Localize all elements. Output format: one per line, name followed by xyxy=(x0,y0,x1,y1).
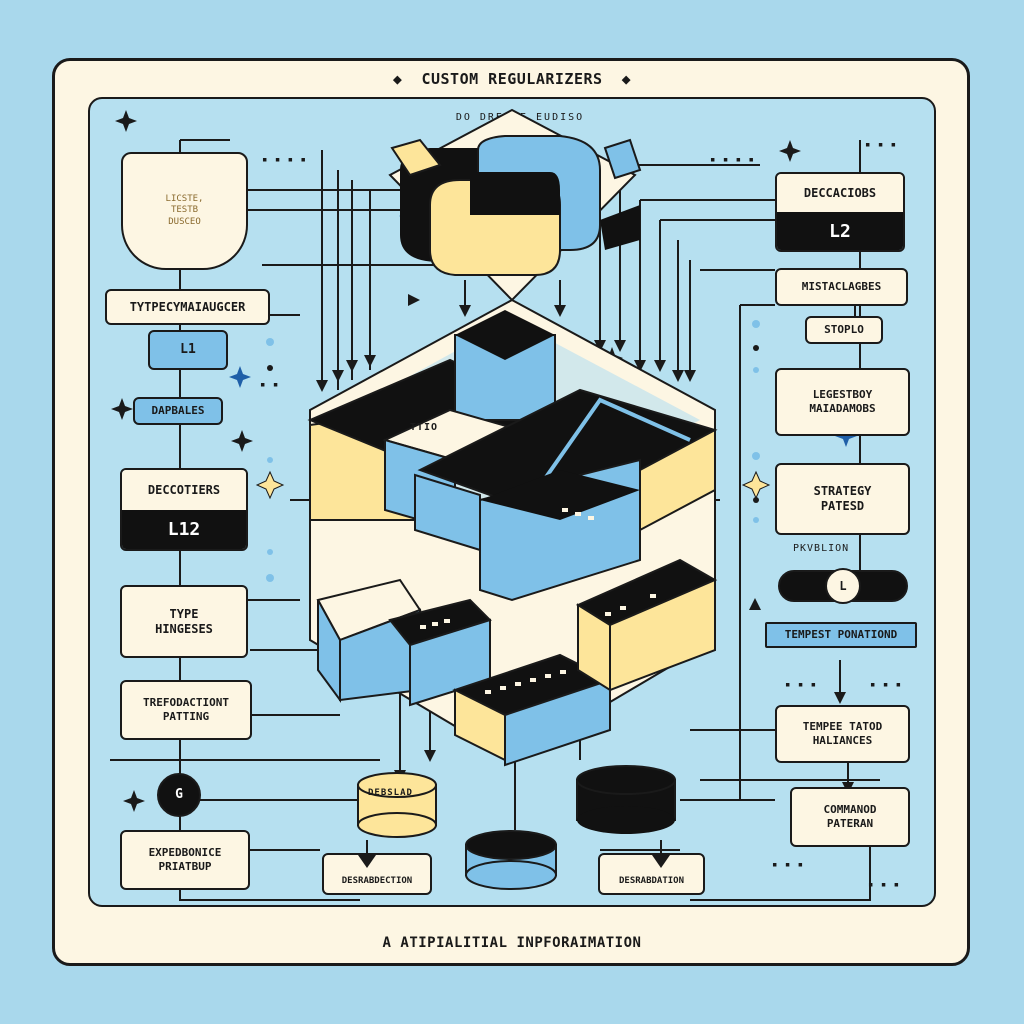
tiny-label: ▪ ▪ ▪ xyxy=(868,880,901,890)
decorators-right-title: DECCACIOBS xyxy=(777,174,903,212)
tiny-label: ▪ ▪ ▪ xyxy=(772,860,805,870)
tiny-label: ▪ ▪ xyxy=(260,380,280,390)
strategy-box[interactable]: STRATEGY PATESD xyxy=(775,463,910,535)
cylinder-left-label: DEBSLAD xyxy=(368,788,413,798)
decorators-left-title: DECCOTIERS xyxy=(122,470,246,510)
template-box[interactable]: TEMPEE TATOD HALIANCES xyxy=(775,705,910,763)
type-hinges-box[interactable]: TYPE HINGESES xyxy=(120,585,248,658)
cylinder-left xyxy=(357,772,437,838)
destruction-right-label: DESRABDATION xyxy=(618,875,685,886)
tiny-label: ▪ ▪ ▪ xyxy=(785,680,818,690)
decorators-left-value: L12 xyxy=(122,509,246,549)
tiny-label: ▪ ▪ ▪ ▪ xyxy=(262,155,307,165)
diagram-title: ◆ CUSTOM REGULARIZERS ◆ xyxy=(392,70,632,88)
pkvblion-label: PKVBLION xyxy=(793,543,850,554)
command-box[interactable]: COMMANOD PATERAN xyxy=(790,787,910,847)
tiny-label: ▪ ▪ ▪ xyxy=(865,140,898,150)
legestboy-box[interactable]: LEGESTBOY MAIADAMOBS xyxy=(775,368,910,436)
cylinder-right xyxy=(576,765,676,834)
cylinder-mid xyxy=(465,830,557,890)
typecheck-label[interactable]: TYTPECYMAIAUGCER xyxy=(105,289,270,325)
shield-box: LICSTE, TESTB DUSCEO xyxy=(121,152,248,270)
decorators-right-value: L2 xyxy=(777,212,903,250)
block-label: TTIO xyxy=(410,422,439,433)
tempest-bar[interactable]: TEMPEST PONATIOND xyxy=(765,622,917,648)
destruction-left-box[interactable]: DESRABDECTION xyxy=(322,853,432,895)
destruction-right-box[interactable]: DESRABDATION xyxy=(598,853,705,895)
sparkle-icon: ◆ xyxy=(602,70,632,88)
sparkle-icon: ◆ xyxy=(392,70,422,88)
metaclasses-box[interactable]: MISTACLAGBES xyxy=(775,268,908,306)
l-toggle-knob: L xyxy=(825,568,861,604)
decorators-left[interactable]: DECCOTIERS L12 xyxy=(120,468,248,551)
g-node[interactable]: G xyxy=(157,773,201,817)
diagram-footer: A ATIPIALITIAL INPFORAIMATION xyxy=(382,935,642,951)
decorators-right[interactable]: DECCACIOBS L2 xyxy=(775,172,905,252)
tref-patterns-box[interactable]: TREFODACTIONT PATTING xyxy=(120,680,252,740)
destruction-left-label: DESRABDECTION xyxy=(341,875,413,886)
expedience-box[interactable]: EXPEDBONICE PRIATBUP xyxy=(120,830,250,890)
tiny-label: ▪ ▪ ▪ xyxy=(870,680,903,690)
python-logo-icon xyxy=(388,108,642,302)
l-toggle[interactable]: L xyxy=(778,568,908,604)
l1-box[interactable]: L1 xyxy=(148,330,228,370)
stoplo-box[interactable]: STOPLO xyxy=(805,316,883,344)
tiny-label: ▪ ▪ ▪ ▪ xyxy=(710,155,755,165)
dapbales-label[interactable]: DAPBALES xyxy=(133,397,223,425)
